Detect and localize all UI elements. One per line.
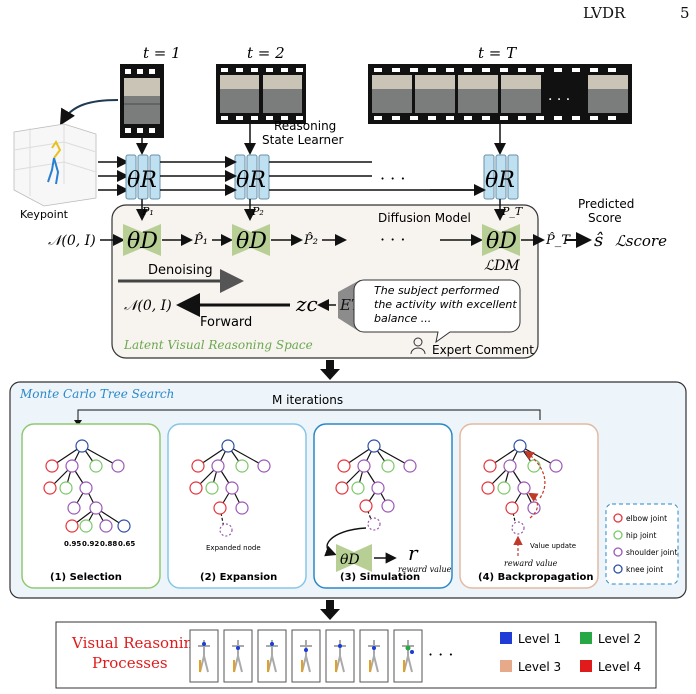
level-1-swatch [500,632,512,644]
p1-hat: P̂₁ [193,232,208,248]
level-3-label: Level 3 [518,660,561,674]
time-label-t: t = T [478,44,517,62]
keypoint-label: Keypoint [20,208,69,221]
vrp-title-1: Visual Reasoning [71,634,203,652]
level-4-label: Level 4 [598,660,641,674]
p2-label: P₂ [251,205,264,218]
reasoning-state-learner-2: θR [234,154,270,200]
comment-line-1: The subject performed [374,284,500,297]
pose-frames [189,629,423,683]
legend-shoulder-icon [613,547,623,557]
level-2-label: Level 2 [598,632,641,646]
simulation-model: θD [336,544,372,572]
theta-r-1: θR [127,168,157,193]
theta-d-sim: θD [340,552,360,568]
theta-r-2: θR [236,168,266,193]
comment-line-3: balance ... [374,312,431,325]
level-1-label: Level 1 [518,632,561,646]
running-title: LVDR [583,4,626,22]
expert-comment-label: Expert Comment [432,343,534,357]
bottom-ellipsis: · · · [428,645,453,664]
l-dm: ℒDM [484,258,520,274]
top-ellipsis: · · · [380,169,405,188]
film-strip-2 [216,64,306,124]
normal-input: 𝒩(0, I) [48,233,96,249]
time-label-1: t = 1 [143,44,181,62]
time-label-2: t = 2 [247,44,285,62]
panel-label-backprop: (4) Backpropagation [478,572,594,583]
expanded-node-label: Expanded node [206,544,261,552]
value-update-label: Value update [530,542,576,550]
film-ellipsis: · · · [548,92,570,108]
legend-knee-icon [613,564,623,574]
diffusion-block-2: θD [232,224,270,256]
predicted-label-2: Score [588,211,622,225]
comment-bubble [353,279,521,344]
film-strip-1 [120,64,164,138]
tree-expansion [189,439,271,537]
score-1: 0.95 [64,540,81,548]
reasoning-process-box [55,621,657,689]
p1-label: P₁ [141,205,154,218]
p2-hat: P̂₂ [303,232,318,248]
joint-legend [605,503,679,585]
reward-value-label: reward value [398,565,452,574]
diffusion-model-label: Diffusion Model [378,211,471,225]
legend-shoulder: shoulder joint [626,548,677,557]
reasoning-state-learner-1: θR [125,154,161,200]
reward-value-label-2: reward value [504,559,558,568]
normal-output: 𝒩(0, I) [124,298,172,314]
level-2-swatch [580,632,592,644]
score-3: 0.88 [100,540,117,548]
legend-knee: knee joint [626,565,663,574]
m-iterations-label: M iterations [272,393,343,407]
panel-label-expansion: (2) Expansion [200,572,277,583]
legend-elbow: elbow joint [626,514,667,523]
reasoning-label-2: State Learner [262,133,344,147]
denoising-label: Denoising [148,263,213,278]
mcts-title: Monte Carlo Tree Search [19,387,174,401]
forward-label: Forward [200,315,252,330]
theta-d-2: θD [236,229,267,254]
diffusion-block-t: θD [482,224,520,256]
pt-hat: P̂_T [545,232,571,248]
keypoint-plot [13,123,97,207]
panel-label-simulation: (3) Simulation [340,572,420,583]
panel-label-selection: (1) Selection [50,572,122,583]
zc-label: zc [295,292,318,316]
film-strip-t: · · · [368,64,632,124]
tree-simulation [335,439,417,531]
diffusion-block-1: θD [123,224,161,256]
legend-elbow-icon [613,513,623,523]
legend-hip: hip joint [626,531,656,540]
theta-r-t: θR [485,168,515,193]
predicted-label-1: Predicted [578,197,634,211]
score-2: 0.92 [82,540,99,548]
vrp-title-2: Processes [92,654,168,672]
tree-selection [43,439,131,533]
page-number: 5 [680,4,690,22]
mid-ellipsis: · · · [380,230,405,249]
tree-backprop [481,439,563,535]
score-4: 0.65 [118,540,135,548]
theta-d-1: θD [127,229,158,254]
pt-label: P_T [501,205,524,218]
r-label: r [408,541,419,565]
reasoning-label-1: Reasoning [274,119,336,133]
l-score: ℒscore [615,232,667,250]
comment-line-2: the activity with excellent [374,298,517,311]
legend-hip-icon [613,530,623,540]
level-3-swatch [500,660,512,672]
reasoning-state-learner-t: θR [483,154,519,200]
s-hat: ŝ [594,230,603,251]
theta-d-t: θD [486,229,517,254]
level-4-swatch [580,660,592,672]
latent-space-label: Latent Visual Reasoning Space [123,338,313,352]
person-icon [410,337,426,355]
